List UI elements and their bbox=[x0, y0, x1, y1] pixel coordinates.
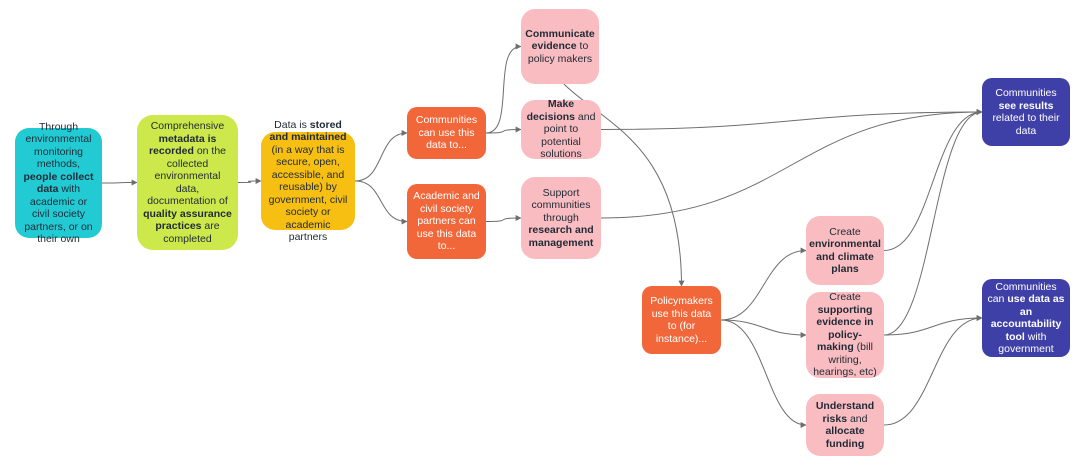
node-label-segment: Comprehensive bbox=[150, 120, 225, 132]
node-label: Create environmental and climate plans bbox=[809, 226, 881, 276]
node-label-segment: environmental and climate plans bbox=[809, 238, 881, 275]
connector-stored-to-academic_use bbox=[354, 180, 408, 225]
node-label-segment: and bbox=[847, 412, 868, 425]
node-label-segment: quality assurance practices bbox=[143, 207, 232, 233]
node-label-segment: Understand risks bbox=[815, 400, 875, 425]
node-collect-data: Through environmental monitoring methods… bbox=[15, 121, 102, 245]
node-label-segment: and point to potential solutions bbox=[540, 110, 596, 161]
connector-communities_use-to-decisions bbox=[485, 126, 522, 134]
node-label-segment: allocate funding bbox=[825, 425, 865, 450]
node-label-segment: stored and maintained bbox=[269, 118, 347, 144]
node-label-segment: use data as an accountability tool bbox=[990, 293, 1065, 343]
node-label: Through environmental monitoring methods… bbox=[20, 121, 97, 246]
node-label-segment: Communicate evidence bbox=[525, 27, 595, 53]
node-understand-risks: Understand risks and allocate funding bbox=[806, 394, 884, 456]
node-label: Communities can use this data to... bbox=[412, 114, 481, 152]
node-label-segment: Academic and civil society partners can … bbox=[413, 190, 480, 253]
node-label-segment: on the collected environmental data, doc… bbox=[147, 145, 228, 207]
node-label-segment: (in a way that is secure, open, accessib… bbox=[268, 143, 348, 244]
node-support-communities: Support communities through research and… bbox=[521, 177, 601, 259]
connector-climate-to-see_results bbox=[883, 109, 983, 251]
node-label: Understand risks and allocate funding bbox=[811, 400, 879, 450]
node-label-segment: research and management bbox=[528, 224, 594, 249]
node-label-segment: related to their data bbox=[992, 112, 1060, 137]
node-academic-use: Academic and civil society partners can … bbox=[407, 184, 486, 259]
connector-policymakers-to-risks bbox=[720, 319, 807, 428]
node-policymakers: Policymakers use this data to (for insta… bbox=[642, 286, 721, 354]
node-climate-plans: Create environmental and climate plans bbox=[806, 216, 884, 285]
node-make-decisions: Make decisions and point to potential so… bbox=[521, 98, 601, 161]
node-metadata-recorded: Comprehensive metadata is recorded on th… bbox=[137, 115, 238, 250]
connector-communicate-to-policymakers bbox=[563, 83, 685, 287]
connector-collect-to-metadata bbox=[101, 179, 138, 186]
node-label-segment: with academic or civil society partners,… bbox=[24, 183, 93, 245]
node-label-segment: Data is bbox=[274, 118, 310, 131]
connector-stored-to-communities_use bbox=[354, 130, 408, 182]
node-label-segment: Support communities through bbox=[531, 186, 591, 224]
node-label-segment: see results bbox=[998, 99, 1054, 112]
node-label-segment: to policy makers bbox=[527, 40, 593, 65]
node-label-segment: Communities can use this data to... bbox=[415, 114, 478, 152]
node-communities-use: Communities can use this data to... bbox=[407, 107, 486, 159]
node-label-segment: Communities bbox=[995, 87, 1057, 99]
node-label-segment: people collect data bbox=[23, 170, 94, 196]
node-label: Data is stored and maintained (in a way … bbox=[266, 119, 350, 244]
node-label: Communicate evidence to policy makers bbox=[525, 28, 594, 66]
node-label-segment: Through environmental monitoring methods… bbox=[25, 120, 92, 171]
node-label-segment: Make decisions bbox=[526, 98, 575, 123]
node-label-segment: are completed bbox=[163, 220, 220, 245]
node-communicate-evidence: Communicate evidence to policy makers bbox=[521, 9, 599, 84]
connector-risks-to-accountability bbox=[883, 315, 983, 426]
connector-decisions-to-see_results bbox=[600, 109, 983, 130]
node-label: Policymakers use this data to (for insta… bbox=[647, 295, 716, 345]
node-label-segment: supporting evidence in policy-making bbox=[816, 303, 874, 354]
node-label-segment: Policymakers use this data to (for insta… bbox=[650, 295, 713, 345]
node-label-segment: Communities can bbox=[987, 280, 1057, 306]
node-accountability-tool: Communities can use data as an accountab… bbox=[982, 279, 1070, 357]
connector-academic_use-to-support bbox=[485, 215, 522, 222]
connector-communities_use-to-communicate bbox=[485, 43, 522, 134]
node-data-stored: Data is stored and maintained (in a way … bbox=[261, 119, 355, 243]
connector-support-to-see_results bbox=[600, 109, 983, 219]
node-label: Communities see results related to their… bbox=[987, 87, 1065, 137]
connector-policymakers-to-climate bbox=[720, 247, 807, 321]
node-label: Make decisions and point to potential so… bbox=[526, 98, 596, 161]
node-label-segment: Create bbox=[829, 225, 861, 238]
node-label: Comprehensive metadata is recorded on th… bbox=[142, 120, 233, 245]
node-label-segment: (bill writing, hearings, etc) bbox=[813, 341, 877, 379]
connector-supporting-to-accountability bbox=[883, 315, 983, 336]
connector-policymakers-to-supporting bbox=[720, 319, 807, 338]
node-label: Create supporting evidence in policy-mak… bbox=[811, 291, 879, 379]
node-label: Academic and civil society partners can … bbox=[412, 190, 481, 253]
node-label-segment: Create bbox=[829, 291, 861, 304]
node-see-results: Communities see results related to their… bbox=[982, 78, 1070, 146]
connector-supporting-to-see_results bbox=[883, 109, 983, 336]
node-label: Support communities through research and… bbox=[526, 187, 596, 250]
connector-metadata-to-stored bbox=[237, 178, 262, 185]
node-label-segment: metadata is recorded bbox=[148, 132, 217, 158]
node-label: Communities can use data as an accountab… bbox=[987, 281, 1065, 356]
node-label-segment: with government bbox=[998, 330, 1054, 356]
node-supporting-evidence: Create supporting evidence in policy-mak… bbox=[806, 291, 884, 379]
